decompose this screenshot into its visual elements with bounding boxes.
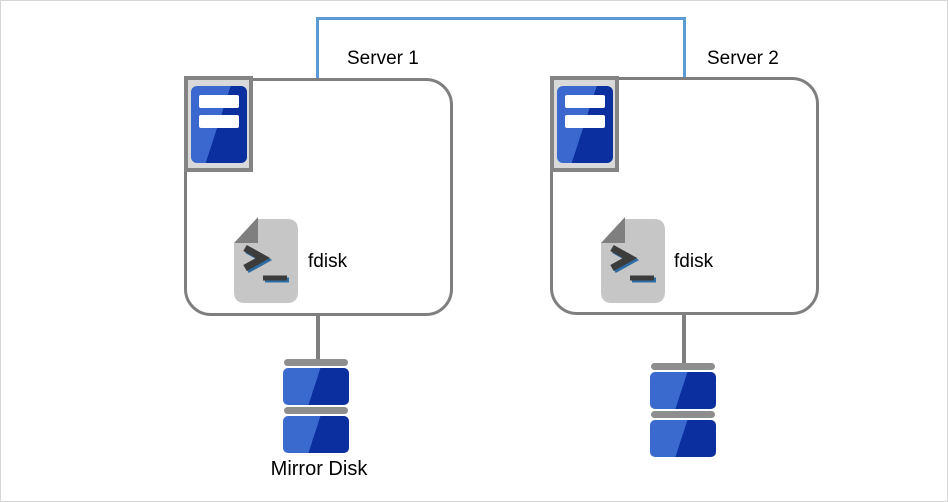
server-slot-bar <box>564 94 605 108</box>
terminal-file-icon <box>601 217 665 303</box>
server1-server-icon <box>184 76 253 172</box>
server2-tool-label: fdisk <box>674 251 714 272</box>
disk-platter <box>650 372 716 409</box>
server-slot-bar <box>198 94 239 108</box>
disk-cap <box>284 359 348 366</box>
server2-title: Server 2 <box>707 48 779 69</box>
disk-platter <box>283 368 349 405</box>
server1-disk-connector <box>316 315 320 361</box>
server2-disk-connector <box>682 313 686 365</box>
disk-platter <box>650 420 716 457</box>
server-link-connector <box>316 17 686 78</box>
server-slot-bar <box>198 114 239 128</box>
server1-title: Server 1 <box>347 48 419 69</box>
server-slot-bar <box>564 114 605 128</box>
terminal-file-icon <box>234 217 298 303</box>
server-icon <box>556 85 613 163</box>
server2-server-icon <box>550 76 619 172</box>
server-icon <box>190 85 247 163</box>
server1-tool-label: fdisk <box>308 251 348 272</box>
disk-stack-icon <box>283 359 349 453</box>
disk-platter <box>283 416 349 453</box>
disk-cap <box>651 363 715 370</box>
mirror-disk-label: Mirror Disk <box>270 458 368 480</box>
disk-cap <box>284 407 348 414</box>
disk-stack-icon <box>650 363 716 457</box>
disk-cap <box>651 411 715 418</box>
